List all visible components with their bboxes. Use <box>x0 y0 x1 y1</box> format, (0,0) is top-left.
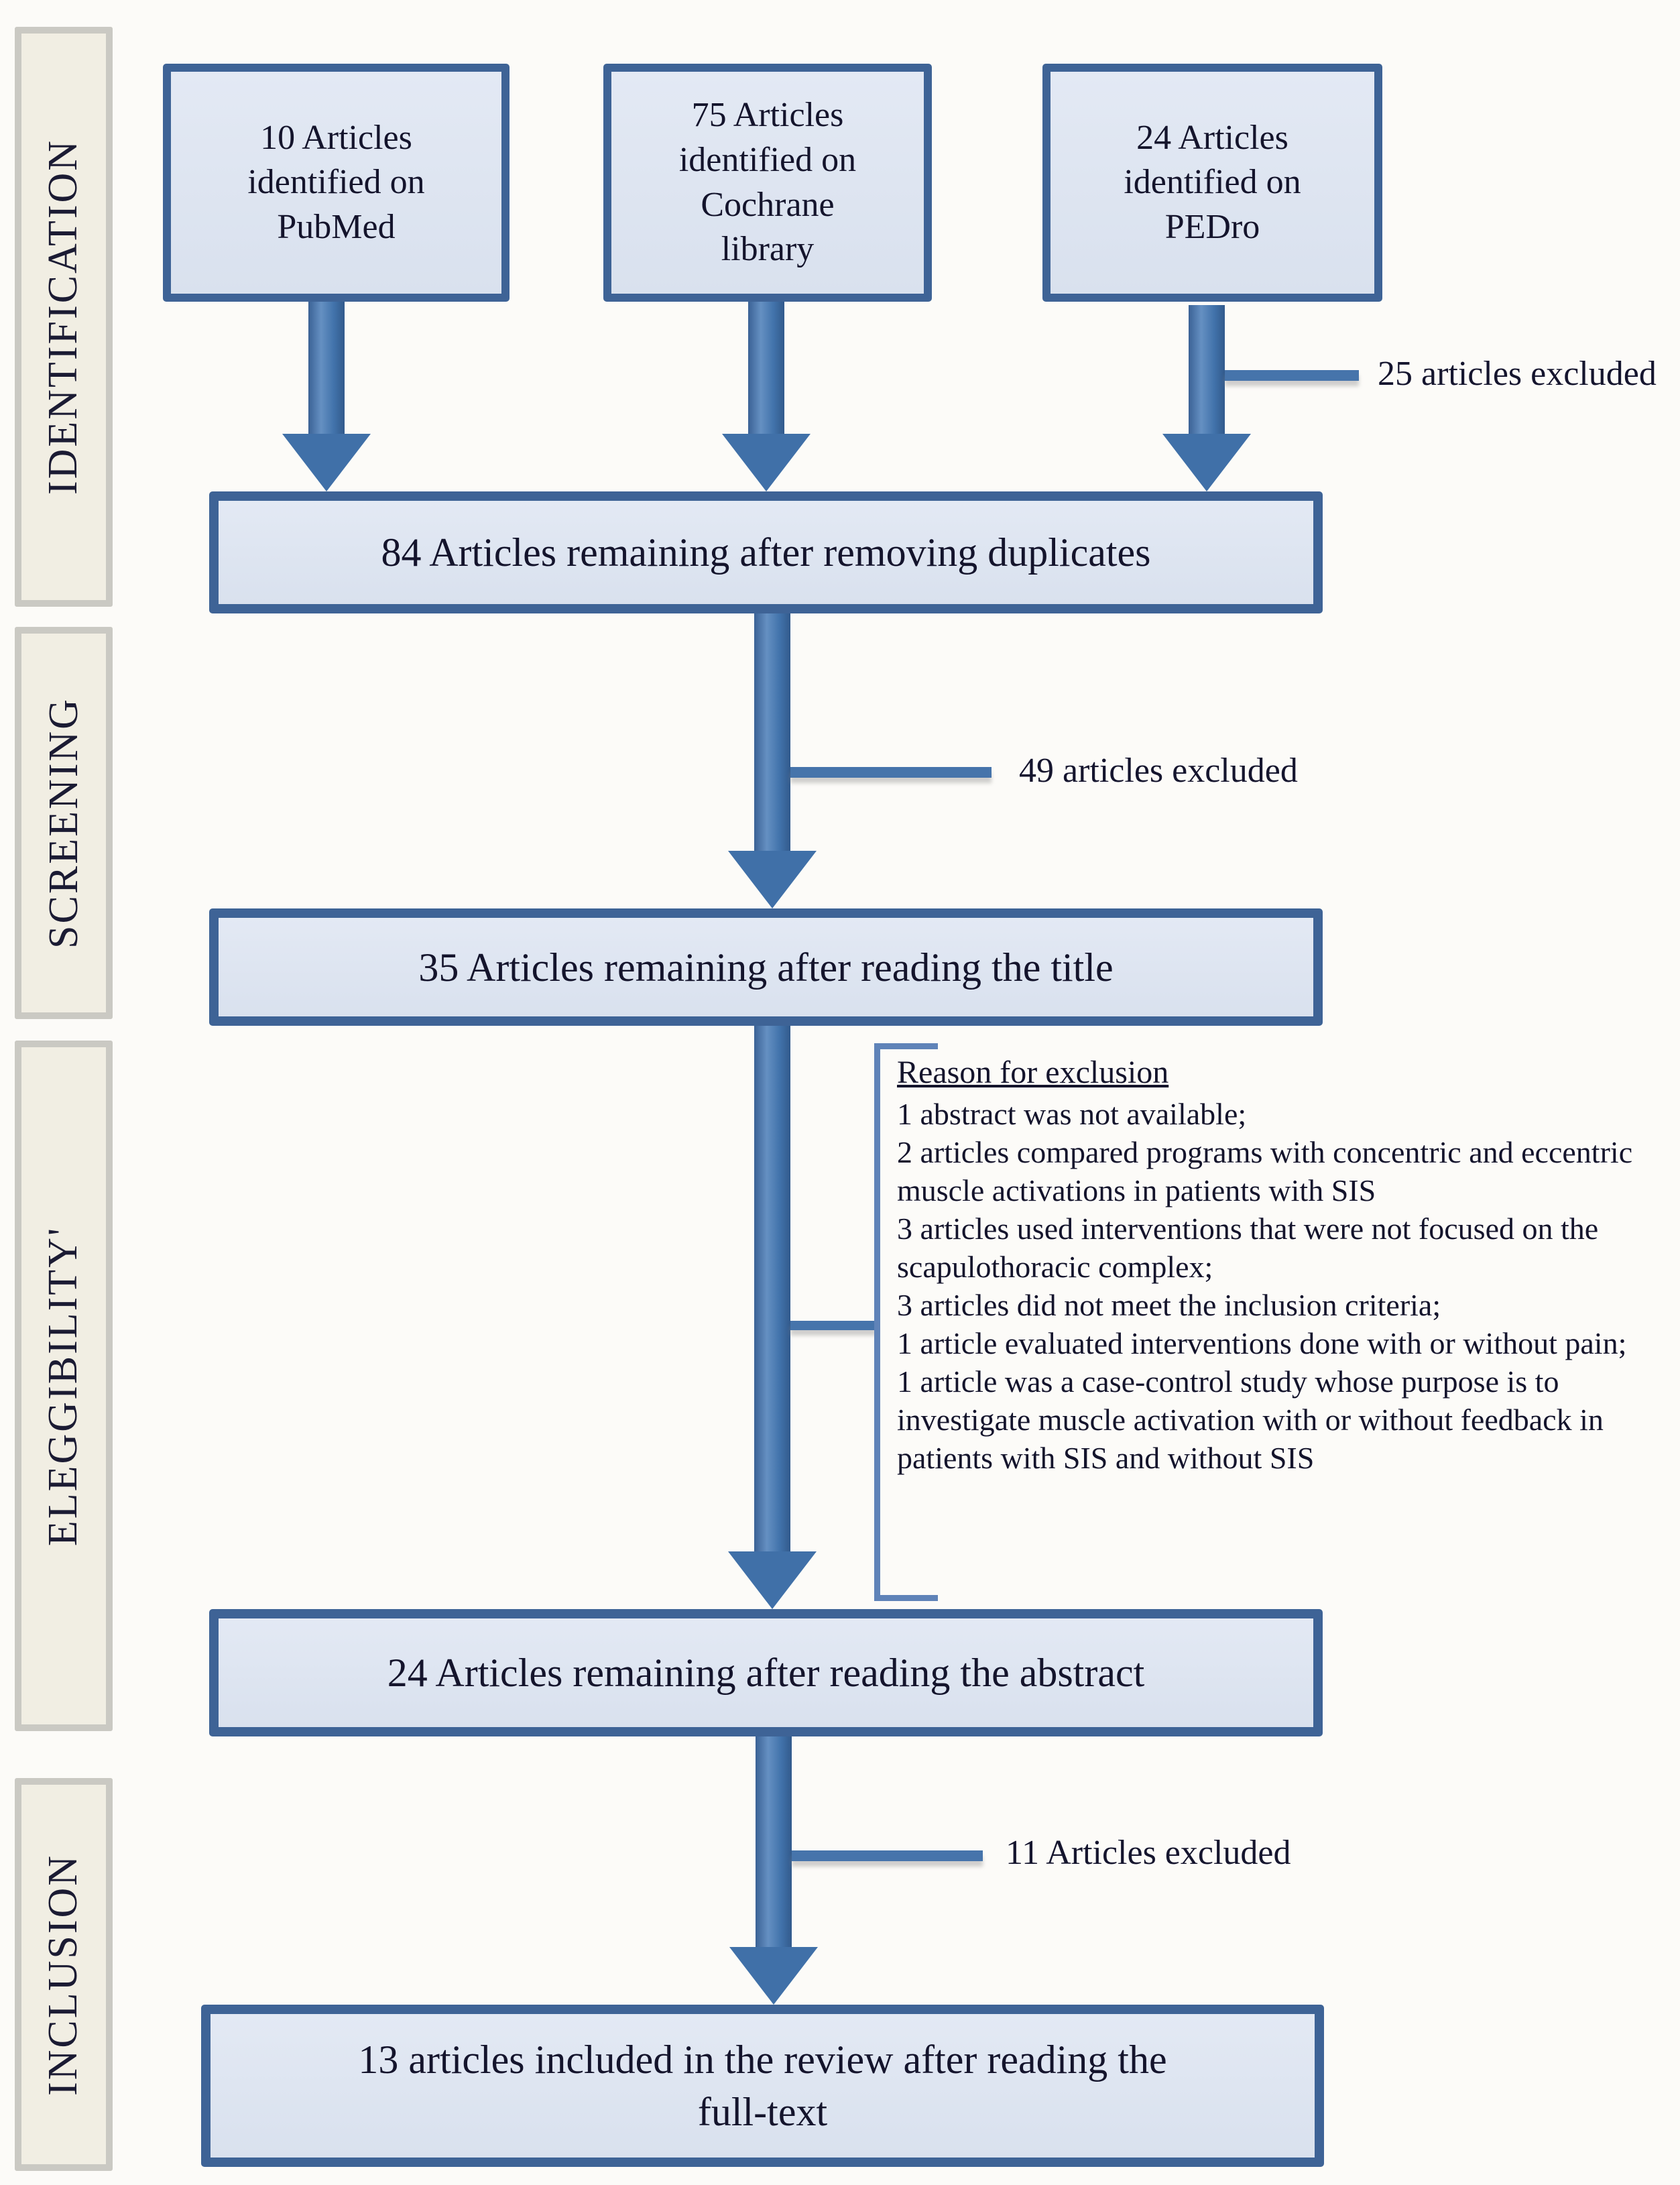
stage-identification: IDENTIFICATION <box>15 27 113 607</box>
arrow-head <box>728 851 817 908</box>
reason-bracket-vertical <box>874 1043 880 1601</box>
flow-box-duplicates: 84 Articles remaining after removing dup… <box>209 491 1323 613</box>
flow-box-included: 13 articles included in the review after… <box>201 2005 1324 2167</box>
arrow-shaft <box>748 302 784 434</box>
arrow-pedro-to-duplicates <box>1162 305 1251 491</box>
reason-for-exclusion-block: Reason for exclusion 1 abstract was not … <box>897 1054 1665 1477</box>
arrow-shaft <box>754 1026 790 1551</box>
source-box-pubmed: 10 Articles identified on PubMed <box>163 64 509 302</box>
arrow-cochrane-to-duplicates <box>722 302 811 491</box>
connector-11-excluded <box>792 1850 983 1861</box>
arrow-shaft <box>308 302 345 434</box>
stage-inclusion: INCLUSION <box>15 1778 113 2171</box>
excluded-label-inclusion: 11 Articles excluded <box>1006 1834 1291 1872</box>
source-box-cochrane: 75 Articles identified on Cochrane libra… <box>603 64 932 302</box>
excluded-label-screening: 49 articles excluded <box>1019 752 1298 790</box>
arrow-head <box>722 434 811 491</box>
arrow-shaft <box>754 613 790 851</box>
connector-reasons <box>790 1321 876 1330</box>
flow-box-abstract-screen: 24 Articles remaining after reading the … <box>209 1609 1323 1736</box>
stage-screening-label: SCREENING <box>40 697 86 949</box>
reason-body: 1 abstract was not available; 2 articles… <box>897 1097 1633 1476</box>
arrow-abstract-to-included <box>729 1736 818 2005</box>
reason-title: Reason for exclusion <box>897 1055 1169 1090</box>
stage-identification-label: IDENTIFICATION <box>40 138 86 495</box>
arrow-shaft <box>756 1736 792 1947</box>
reason-bracket-bottom-tick <box>874 1595 938 1601</box>
reason-bracket-top-tick <box>874 1043 938 1049</box>
stage-eligibility-label: ELEGGIBILITY' <box>40 1226 86 1546</box>
connector-49-excluded <box>790 767 992 778</box>
arrow-head <box>1162 434 1251 491</box>
stage-screening: SCREENING <box>15 627 113 1019</box>
arrow-duplicates-to-title <box>728 613 817 908</box>
source-box-pedro: 24 Articles identified on PEDro <box>1042 64 1382 302</box>
stage-eligibility: ELEGGIBILITY' <box>15 1041 113 1731</box>
arrow-shaft <box>1189 305 1225 434</box>
arrow-head <box>282 434 371 491</box>
stage-inclusion-label: INCLUSION <box>40 1853 86 2096</box>
arrow-pubmed-to-duplicates <box>282 302 371 491</box>
excluded-label-identification: 25 articles excluded <box>1378 355 1657 393</box>
connector-25-excluded <box>1225 370 1359 381</box>
arrow-head <box>729 1947 818 2005</box>
flow-box-title-screen: 35 Articles remaining after reading the … <box>209 908 1323 1026</box>
arrow-title-to-abstract <box>728 1026 817 1609</box>
arrow-head <box>728 1551 817 1609</box>
